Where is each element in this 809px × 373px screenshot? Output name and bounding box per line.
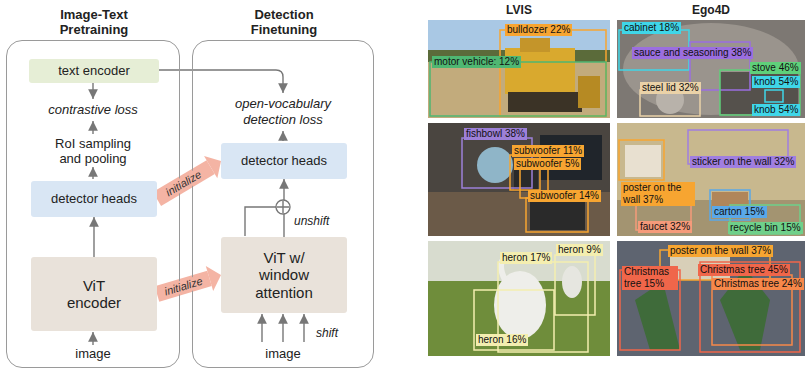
init-arrow-head [204, 156, 221, 178]
detection-tag: Christmas tree 24% [712, 278, 804, 290]
detection-tag: subwoofer 14% [528, 190, 601, 202]
box-label: ViT encoder [59, 277, 129, 312]
detection-tag: knob 54% [752, 76, 800, 88]
photo [617, 241, 805, 356]
box-label: detector heads [51, 192, 137, 207]
photo [428, 241, 610, 356]
detection-tag: carton 15% [712, 206, 767, 218]
add-symbol [276, 200, 290, 214]
detection-tag: stove 46% [750, 62, 801, 74]
connector-line [93, 217, 94, 257]
encoder-box: ViT encoder [31, 257, 157, 331]
step-label: RoI sampling and pooling [43, 136, 143, 166]
detection-tag: subwoofer 5% [514, 158, 581, 170]
panel-heading: Detection Finetuning [229, 7, 339, 37]
detection-tag: bulldozer 22% [505, 24, 572, 36]
stage-panel: text encoderdetector headsViT encoderIma… [6, 40, 180, 368]
stage-panel: detector headsViT w/ window attentionDet… [192, 40, 374, 368]
detection-tag: faucet 32% [638, 221, 692, 233]
detection-tag: heron 16% [476, 334, 528, 346]
detection-tag: sticker on the wall 32% [690, 156, 796, 168]
init-arrow-head [206, 266, 221, 291]
detection-tag: recycle bin 15% [728, 222, 803, 234]
box-label: detector heads [241, 154, 327, 169]
head-box: detector heads [221, 143, 347, 179]
box-label: ViT w/ window attention [244, 249, 324, 301]
detection-tag: heron 9% [556, 244, 603, 256]
detection-tag: motor vehicle: 12% [432, 56, 521, 68]
detection-tag: steel lid 32% [640, 82, 701, 94]
column-title: LVIS [469, 3, 569, 17]
init-arrow-body [157, 167, 211, 199]
head-box: detector heads [31, 181, 157, 217]
detection-tag: subwoofer 11% [512, 145, 584, 157]
detection-tag: Christmas tree 15% [622, 266, 678, 290]
photo [428, 123, 610, 236]
skip-line [245, 207, 276, 236]
detection-tag: sauce and seasoning 38% [632, 47, 753, 59]
column-title: Ego4D [661, 3, 761, 17]
detection-tag: fishbowl 38% [464, 128, 527, 140]
input-label: image [253, 346, 313, 362]
photo [428, 20, 610, 118]
box-label: text encoder [58, 64, 130, 79]
op-label: unshift [294, 214, 329, 228]
encoder-box: ViT w/ window attention [221, 237, 347, 313]
loss-label: open-vocabulary detection loss [218, 96, 348, 128]
detection-tag: cabinet 18% [622, 22, 681, 34]
detection-tag: poster on the wall 37% [668, 245, 773, 257]
detection-tag: knob 54% [752, 104, 800, 116]
input-label: image [63, 346, 123, 362]
detection-tag: heron 17% [500, 252, 552, 264]
connector [157, 156, 221, 199]
op-label: shift [316, 326, 338, 340]
connector [94, 217, 95, 257]
loss-label: contrastive loss [28, 102, 158, 118]
edge-label: initialize [161, 274, 206, 299]
detection-tag: Christmas tree 45% [698, 264, 790, 276]
panel-heading: Image-Text Pretraining [39, 7, 149, 37]
encoder-box: text encoder [29, 59, 159, 83]
photo [617, 123, 805, 236]
detection-tag: poster on the wall 37% [621, 182, 695, 206]
photo [617, 20, 805, 118]
